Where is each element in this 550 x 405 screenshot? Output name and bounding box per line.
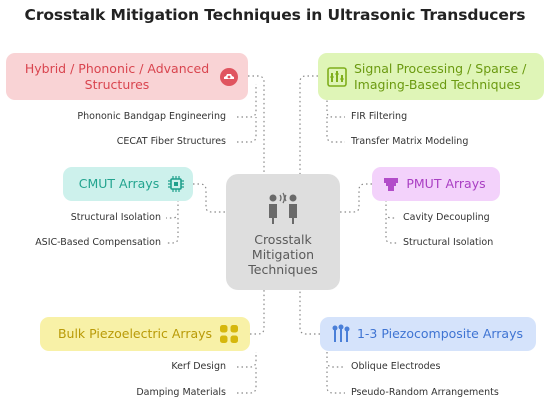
people-talking-icon	[263, 190, 303, 230]
hybrid-item-1: Phononic Bandgap Engineering	[77, 111, 226, 122]
category-cmut-label: CMUT Arrays	[78, 176, 160, 191]
center-label: Crosstalk Mitigation Techniques	[248, 232, 318, 277]
category-hybrid: Hybrid / Phononic / Advanced Structures	[6, 53, 248, 100]
category-signal-label: Signal Processing / Sparse / Imaging-Bas…	[354, 60, 527, 92]
cmut-item-1: Structural Isolation	[70, 212, 161, 223]
diagram-title: Crosstalk Mitigation Techniques in Ultra…	[24, 6, 526, 24]
cmut-item-2: ASIC-Based Compensation	[35, 237, 161, 248]
category-hybrid-label: Hybrid / Phononic / Advanced Structures	[24, 60, 210, 92]
bulk-item-2: Damping Materials	[136, 387, 226, 398]
center-node: Crosstalk Mitigation Techniques	[226, 174, 340, 290]
category-pmut-label: PMUT Arrays	[406, 176, 486, 191]
category-signal-processing: Signal Processing / Sparse / Imaging-Bas…	[318, 53, 544, 100]
pmut-item-1: Cavity Decoupling	[403, 212, 490, 223]
chip-icon	[165, 173, 187, 195]
category-piezocomposite-label: 1-3 Piezocomposite Arrays	[356, 326, 524, 341]
bulk-item-1: Kerf Design	[171, 361, 226, 372]
pmut-item-2: Structural Isolation	[403, 237, 494, 248]
signal-item-1: FIR Filtering	[351, 111, 408, 122]
signal-item-2: Transfer Matrix Modeling	[351, 136, 469, 147]
category-bulk-label: Bulk Piezoelectric Arrays	[57, 326, 213, 341]
gear-icon	[218, 66, 240, 88]
hybrid-item-2: CECAT Fiber Structures	[116, 136, 226, 147]
category-cmut: CMUT Arrays	[63, 167, 193, 201]
piezocomposite-item-2: Pseudo-Random Arrangements	[351, 387, 499, 398]
category-pmut: PMUT Arrays	[372, 167, 500, 201]
category-bulk-piezoelectric: Bulk Piezoelectric Arrays	[40, 317, 250, 351]
piezocomposite-item-1: Oblique Electrodes	[351, 361, 441, 372]
piston-icon	[380, 173, 402, 195]
pillars-icon	[330, 323, 352, 345]
grid-dots-icon	[218, 323, 240, 345]
equalizer-icon	[326, 66, 348, 88]
category-piezocomposite: 1-3 Piezocomposite Arrays	[320, 317, 536, 351]
